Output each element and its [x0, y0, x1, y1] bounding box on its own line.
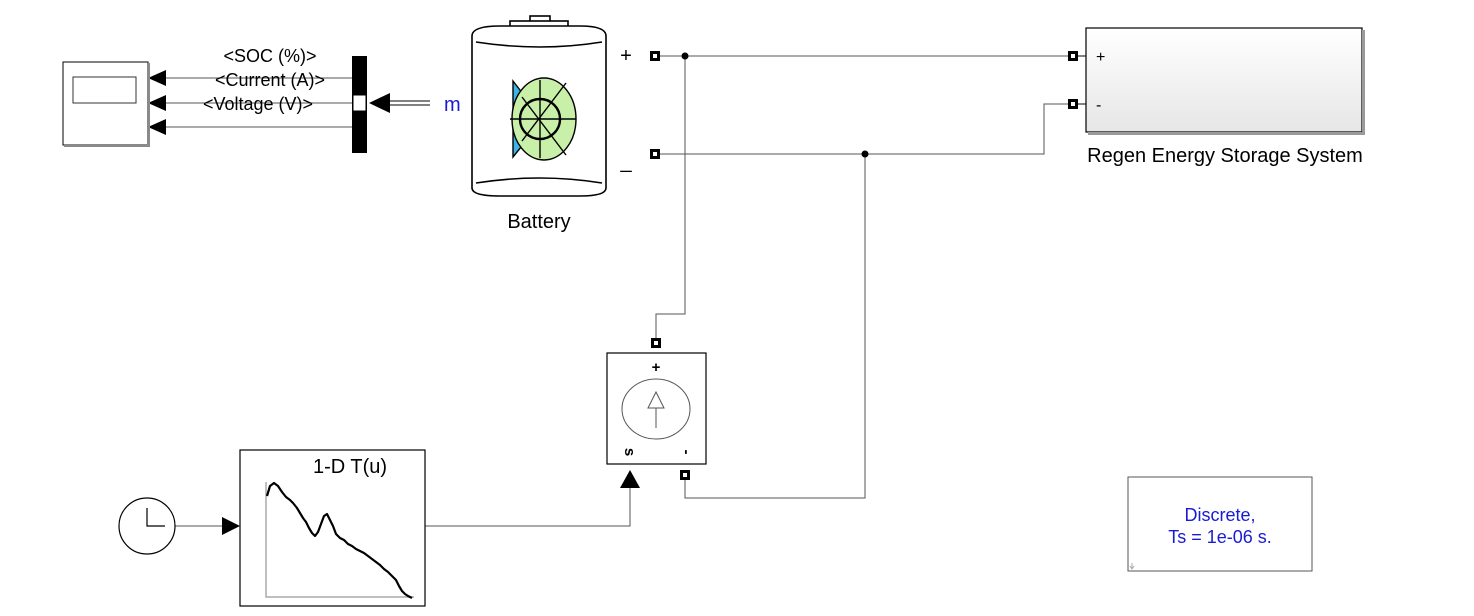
lookup-table-label: 1-D T(u) — [313, 456, 387, 478]
bus-label-current: <Current (A)> — [215, 70, 325, 90]
wire-battery-neg-to-regen-neg[interactable] — [660, 103, 1068, 155]
junction-dot-negative — [861, 150, 869, 158]
source-neg-port[interactable] — [680, 470, 690, 480]
battery-pos-port[interactable] — [650, 51, 660, 61]
regen-pos-label: + — [1096, 49, 1105, 66]
arrowhead-scope-in2 — [148, 95, 166, 111]
battery-neg-label: _ — [619, 151, 632, 173]
wire-table-to-source[interactable] — [425, 486, 631, 527]
scope-block[interactable] — [62, 61, 150, 147]
measurement-bus-wire[interactable] — [390, 100, 430, 106]
scope-screen — [72, 76, 137, 104]
battery-pos-label: + — [620, 45, 632, 67]
source-pos-port[interactable] — [651, 338, 661, 348]
regen-neg-port[interactable] — [1068, 99, 1086, 109]
battery-icon — [510, 77, 577, 161]
arrowhead-table-in — [222, 517, 240, 535]
regen-name: Regen Energy Storage System — [1087, 145, 1363, 167]
bus-label-voltage: <Voltage (V)> — [203, 94, 313, 114]
powergui-block[interactable] — [1127, 476, 1313, 572]
regen-subsystem-block[interactable] — [1085, 27, 1365, 135]
battery-name: Battery — [507, 211, 570, 233]
clock-block[interactable] — [118, 497, 176, 555]
bus-label-soc: <SOC (%)> — [223, 46, 316, 66]
battery-neg-port[interactable] — [650, 149, 660, 159]
arrowhead-source-in — [620, 470, 640, 488]
lookup-table-block[interactable] — [239, 449, 426, 607]
arrowhead-bus-in — [369, 93, 390, 113]
wire-battery-neg-to-source-neg[interactable] — [684, 154, 866, 499]
source-pos-label: + — [652, 359, 661, 376]
powergui-line1: Discrete, — [1184, 505, 1255, 525]
wire-battery-pos-to-source-pos[interactable] — [655, 56, 686, 338]
powergui-line2: Ts = 1e-06 s. — [1168, 527, 1272, 547]
battery-measurement-port-label: m — [444, 94, 461, 116]
arrowhead-scope-in1 — [148, 70, 166, 86]
source-neg-label: - — [678, 450, 695, 455]
bus-selector-block[interactable] — [352, 56, 367, 153]
lookup-table-plot — [265, 481, 414, 599]
wires — [166, 55, 1068, 527]
regen-pos-port[interactable] — [1068, 51, 1086, 61]
arrowhead-scope-in3 — [148, 119, 166, 135]
regen-neg-label: - — [1096, 97, 1101, 114]
junction-dot-positive — [681, 52, 689, 60]
source-signal-label: s — [621, 448, 638, 456]
current-source-block[interactable] — [606, 352, 707, 465]
